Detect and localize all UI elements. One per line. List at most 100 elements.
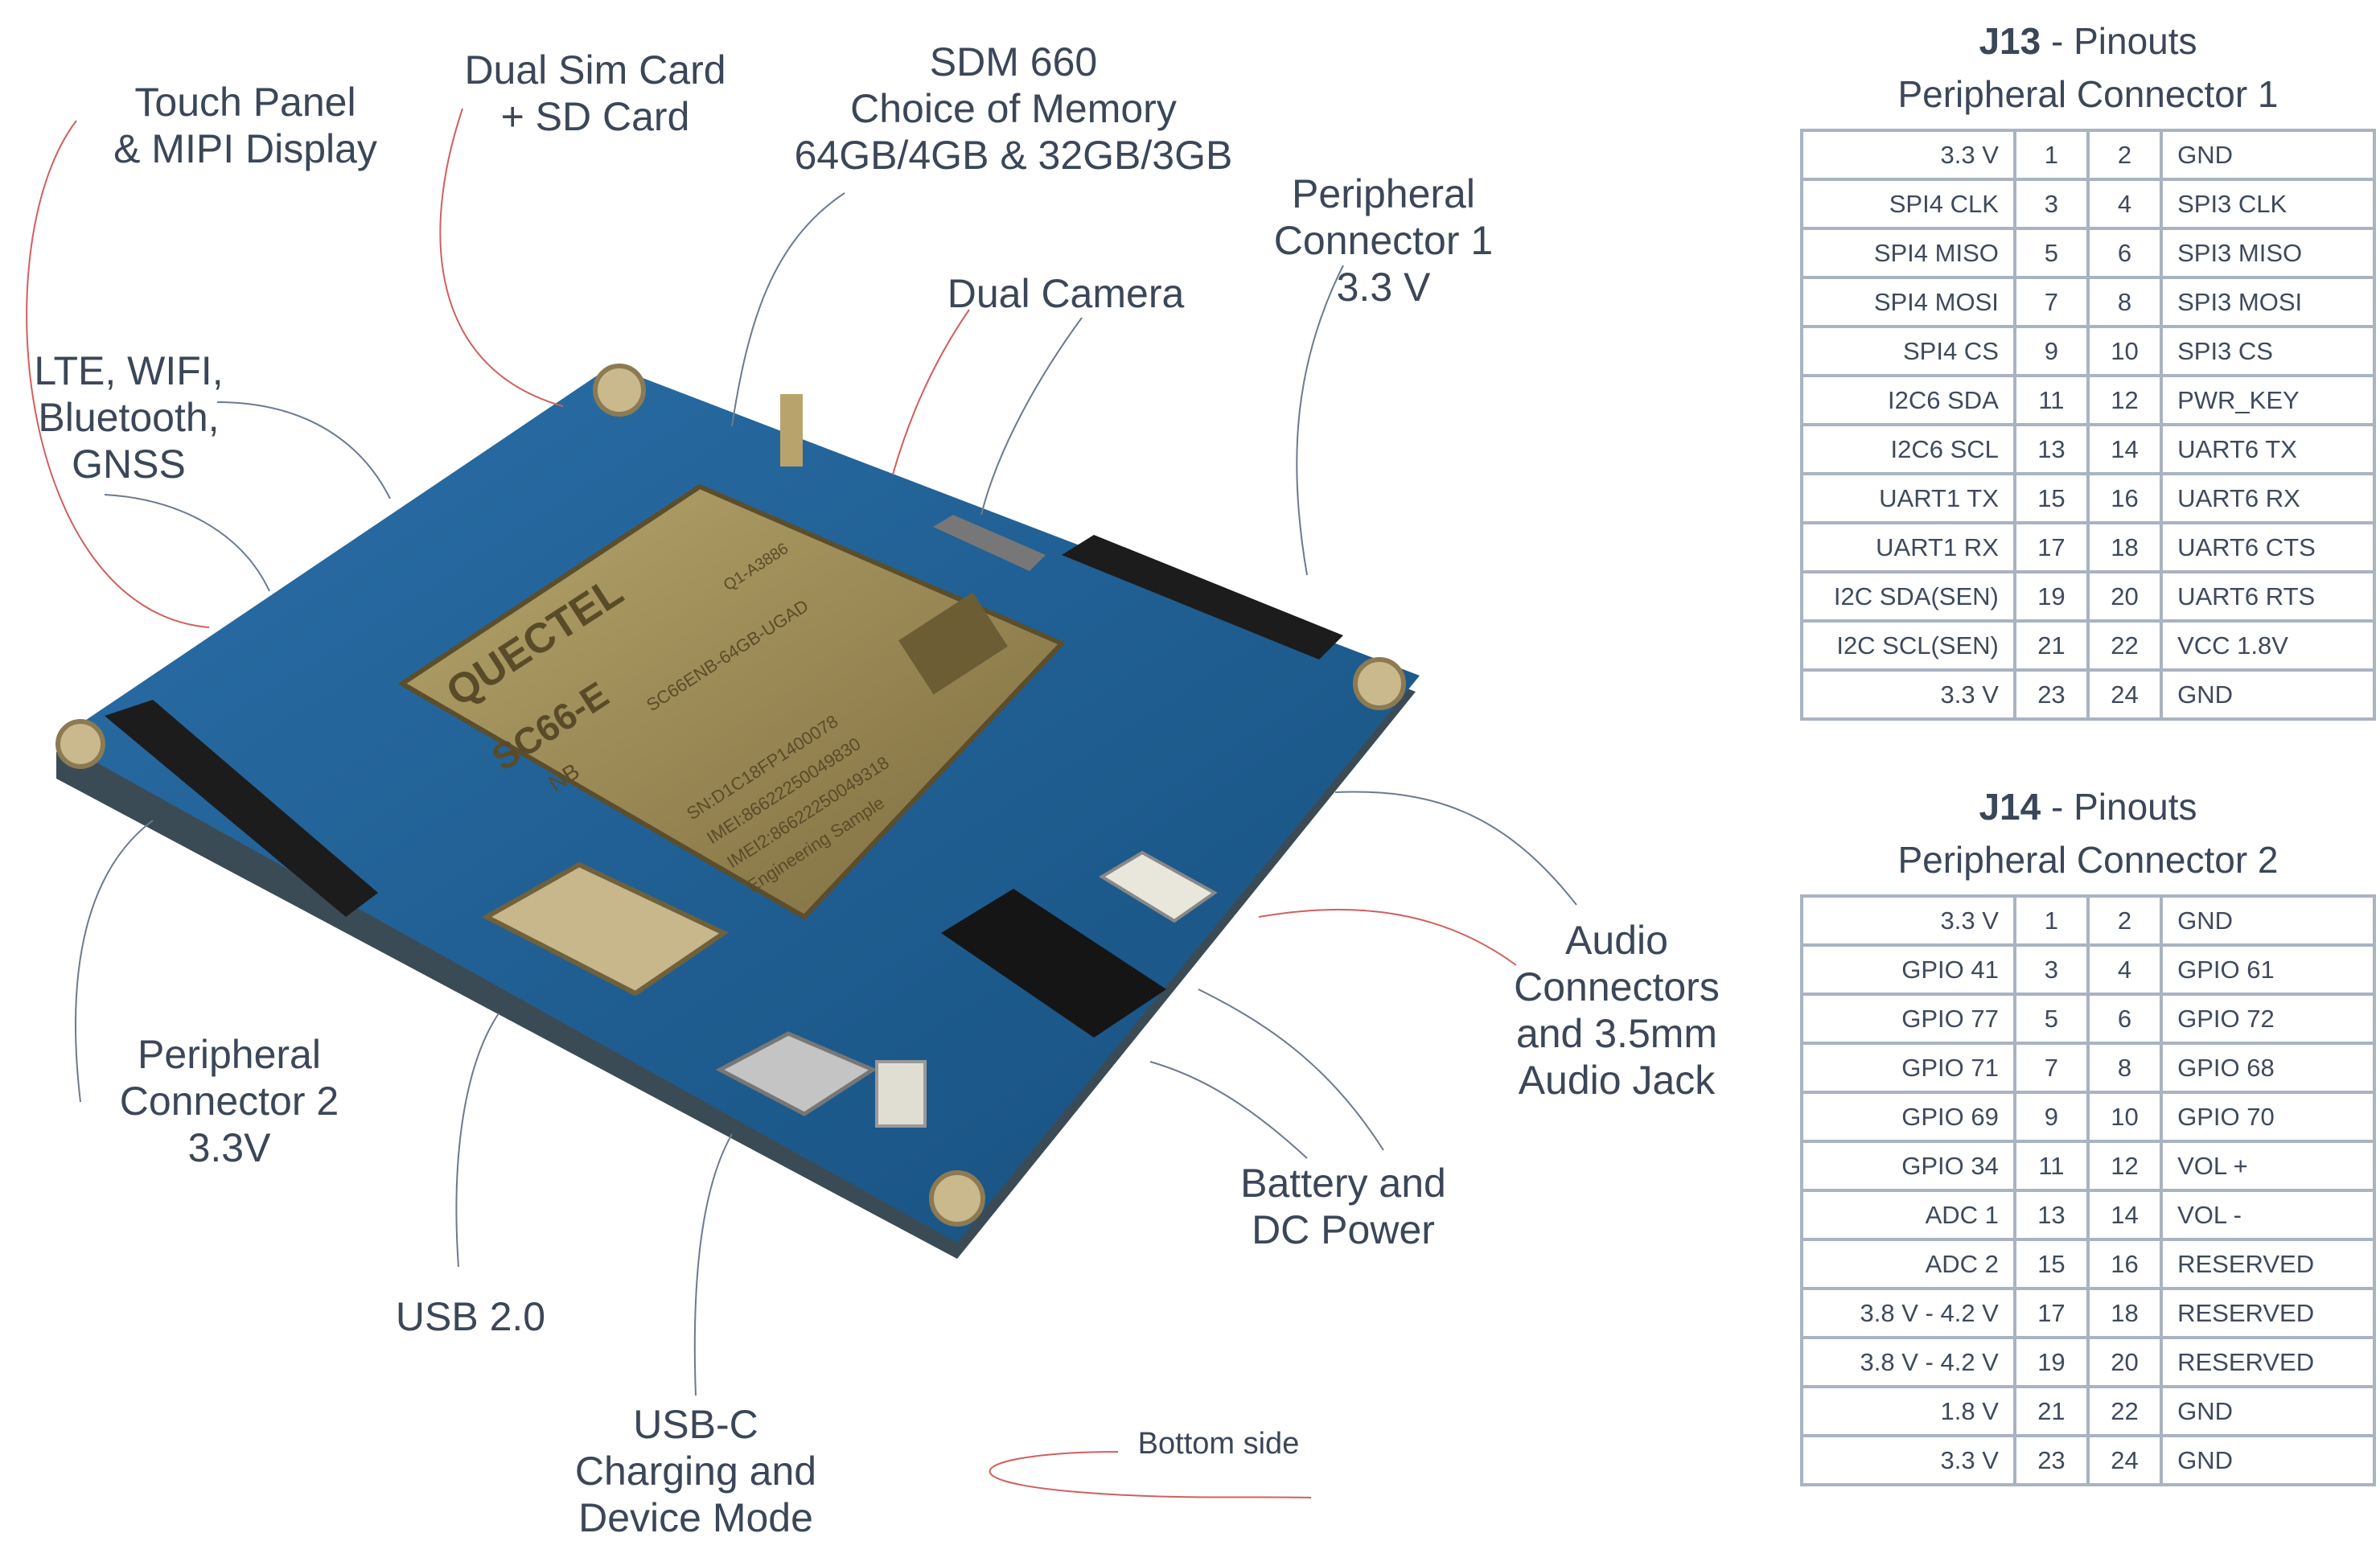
pin-number-left: 3 [2012, 178, 2090, 230]
pin-signal-right: VOL - [2160, 1189, 2376, 1241]
mounting-hole-icon [55, 719, 105, 769]
pin-signal-right: GPIO 70 [2160, 1091, 2376, 1143]
callout-battery: Battery and DC Power [1240, 1161, 1446, 1252]
leader-sdm [731, 192, 845, 427]
pin-signal-left: GPIO 69 [1800, 1091, 2016, 1143]
j14-title-rest: - Pinouts [2041, 786, 2197, 828]
j13-title: J13 - Pinouts [1800, 14, 2376, 68]
callout-peripheral-1: Peripheral Connector 1 3.3 V [1273, 171, 1494, 310]
pin-signal-left: SPI4 MISO [1800, 227, 2016, 279]
pin-signal-right: SPI3 MISO [2160, 227, 2376, 279]
pin-signal-right: UART6 RTS [2160, 570, 2376, 623]
pin-signal-right: UART6 TX [2160, 423, 2376, 475]
pin-number-left: 5 [2012, 227, 2090, 279]
leader-audio-red [1258, 908, 1517, 966]
pin-number-right: 6 [2086, 227, 2164, 279]
usb-a-port [481, 861, 730, 997]
j13-title-rest: - Pinouts [2041, 20, 2197, 62]
sim-header-pins [780, 394, 803, 467]
mounting-hole-icon [1353, 657, 1406, 710]
pin-number-right: 10 [2086, 325, 2164, 377]
leader-audio-gray [1334, 791, 1577, 906]
pin-signal-left: 3.3 V [1800, 668, 2016, 721]
callout-lte: LTE, WIFI, Bluetooth, GNSS [34, 348, 224, 487]
pin-signal-right: SPI3 CLK [2160, 178, 2376, 230]
pin-number-left: 23 [2012, 1434, 2090, 1486]
j14-subtitle: Peripheral Connector 2 [1897, 839, 2279, 881]
pin-signal-right: RESERVED [2160, 1336, 2376, 1388]
pin-number-right: 12 [2086, 374, 2164, 426]
pin-signal-right: UART6 RX [2160, 472, 2376, 524]
switch-icon [875, 1060, 927, 1128]
callout-touch-panel: Touch Panel & MIPI Display [113, 80, 377, 171]
bottom-side-arrow [989, 1451, 1312, 1498]
pin-signal-left: GPIO 71 [1800, 1042, 2016, 1094]
pin-signal-left: I2C SDA(SEN) [1800, 570, 2016, 623]
pin-signal-left: I2C SCL(SEN) [1800, 619, 2016, 672]
callout-dual-camera: Dual Camera [947, 271, 1185, 316]
pin-signal-right: GND [2160, 1434, 2376, 1486]
pin-signal-right: GPIO 61 [2160, 943, 2376, 996]
leader-lte-2 [104, 494, 270, 592]
mounting-hole-icon [593, 364, 646, 417]
pin-number-right: 12 [2086, 1140, 2164, 1192]
callout-usb2: USB 2.0 [395, 1294, 546, 1339]
pin-signal-right: VCC 1.8V [2160, 619, 2376, 672]
pin-number-right: 22 [2086, 1385, 2164, 1437]
leader-peripheral-1 [1296, 265, 1344, 576]
pin-number-right: 24 [2086, 1434, 2164, 1486]
pin-number-right: 2 [2086, 894, 2164, 947]
pin-number-right: 24 [2086, 668, 2164, 721]
dc-power-jack [941, 889, 1166, 1038]
leader-usbc [693, 1133, 733, 1396]
pin-signal-left: ADC 2 [1800, 1238, 2016, 1290]
pin-number-right: 4 [2086, 178, 2164, 230]
pin-signal-right: SPI3 CS [2160, 325, 2376, 377]
peripheral-connector-1-header [1062, 535, 1343, 660]
pin-number-left: 23 [2012, 668, 2090, 721]
pin-signal-left: GPIO 34 [1800, 1140, 2016, 1192]
j13-subtitle: Peripheral Connector 1 [1897, 73, 2279, 115]
pin-signal-right: SPI3 MOSI [2160, 276, 2376, 328]
pin-number-left: 5 [2012, 993, 2090, 1045]
leader-lte-1 [216, 401, 391, 499]
leader-usb2 [455, 1013, 499, 1268]
mounting-hole-icon [929, 1170, 985, 1227]
leader-peripheral-2 [75, 820, 154, 1103]
pin-signal-right: RESERVED [2160, 1238, 2376, 1290]
pin-number-right: 2 [2086, 129, 2164, 181]
pin-signal-left: 3.8 V - 4.2 V [1800, 1287, 2016, 1339]
pin-signal-left: 3.3 V [1800, 894, 2016, 947]
j14-title-bold: J14 [1979, 786, 2041, 828]
pin-signal-left: 3.8 V - 4.2 V [1800, 1336, 2016, 1388]
pin-number-right: 16 [2086, 472, 2164, 524]
pin-signal-left: GPIO 77 [1800, 993, 2016, 1045]
pin-number-right: 22 [2086, 619, 2164, 672]
callout-peripheral-2: Peripheral Connector 2 3.3V [119, 1032, 339, 1170]
j14-title: J14 - Pinouts [1800, 780, 2376, 833]
leader-dual-sim [439, 108, 564, 407]
peripheral-connector-2-header [105, 700, 378, 917]
pin-number-left: 21 [2012, 1385, 2090, 1437]
pin-signal-left: I2C6 SCL [1800, 423, 2016, 475]
pin-signal-left: I2C6 SDA [1800, 374, 2016, 426]
usb-c-port [715, 1031, 878, 1116]
